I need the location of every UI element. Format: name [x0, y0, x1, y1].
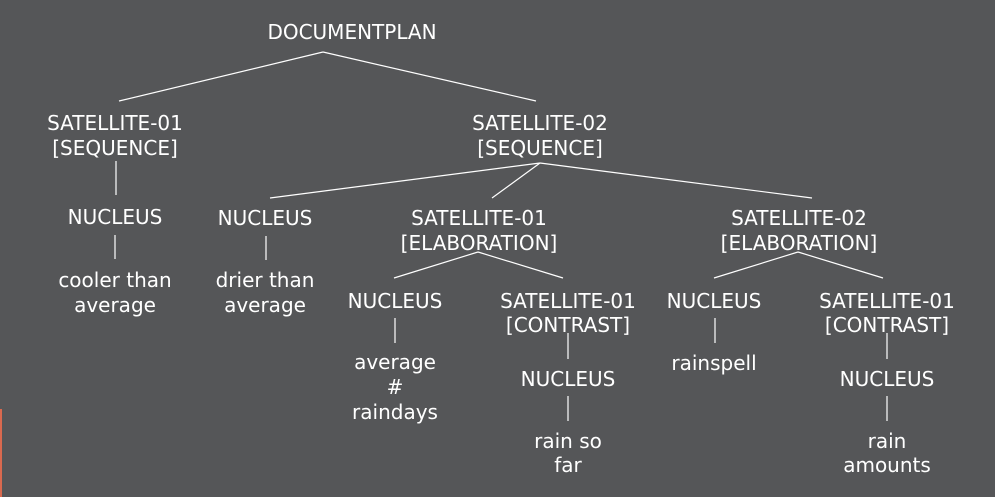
elab2-contrast-nucleus-label: NUCLEUS	[840, 367, 935, 391]
elab2-contrast-role: SATELLITE-01	[819, 289, 955, 313]
edge-satellite-02-nucleus	[269, 162, 541, 199]
elab1-contrast-role: SATELLITE-01	[500, 289, 636, 313]
satellite-02-relation: [SEQUENCE]	[477, 136, 603, 160]
edge-satellite-02-elaboration-01	[491, 162, 541, 199]
edge-root-satellite-02	[322, 51, 537, 102]
elaboration-01-nucleus-label: NUCLEUS	[348, 289, 443, 313]
elaboration-02-role: SATELLITE-02	[731, 206, 867, 230]
satellite-02-role: SATELLITE-02	[472, 111, 608, 135]
drier-than-average-text: drier than	[216, 268, 315, 292]
satellite-02-nucleus-label: NUCLEUS	[218, 206, 313, 230]
satellite-01-role: SATELLITE-01	[47, 111, 183, 135]
tree-nodes: DOCUMENTPLAN SATELLITE-01 [SEQUENCE] NUC…	[47, 20, 955, 477]
drier-than-average-text-line-2: average	[224, 293, 306, 317]
elab2-contrast-relation: [CONTRAST]	[825, 313, 949, 337]
edge-elaboration-02-contrast	[797, 251, 884, 279]
cooler-than-average-text-line-2: average	[74, 293, 156, 317]
average-raindays-text: average	[354, 350, 436, 374]
edge-satellite-02-elaboration-02	[539, 162, 813, 199]
tree-edges	[114, 51, 888, 421]
rain-amounts-text: rain	[868, 429, 907, 453]
edge-elaboration-01-nucleus	[393, 251, 479, 279]
satellite-01-relation: [SEQUENCE]	[52, 136, 178, 160]
elaboration-01-relation: [ELABORATION]	[401, 231, 558, 255]
rain-so-far-text-line-2: far	[554, 453, 582, 477]
cooler-than-average-text: cooler than	[58, 268, 171, 292]
window-edge-accent	[0, 409, 2, 497]
elaboration-02-nucleus-label: NUCLEUS	[667, 289, 762, 313]
edge-elaboration-01-contrast	[477, 251, 564, 279]
elab1-contrast-nucleus-label: NUCLEUS	[521, 367, 616, 391]
rainspell-text: rainspell	[671, 351, 756, 375]
elaboration-01-role: SATELLITE-01	[411, 206, 547, 230]
rain-so-far-text: rain so	[534, 429, 602, 453]
edge-root-satellite-01	[118, 51, 324, 102]
root-node-label: DOCUMENTPLAN	[267, 20, 436, 44]
average-raindays-text-line-2: #	[387, 375, 404, 399]
satellite-01-nucleus-label: NUCLEUS	[68, 205, 163, 229]
elaboration-02-relation: [ELABORATION]	[721, 231, 878, 255]
edge-elaboration-02-nucleus	[713, 251, 799, 279]
average-raindays-text-line-3: raindays	[352, 400, 438, 424]
elab1-contrast-relation: [CONTRAST]	[506, 313, 630, 337]
rain-amounts-text-line-2: amounts	[843, 453, 931, 477]
